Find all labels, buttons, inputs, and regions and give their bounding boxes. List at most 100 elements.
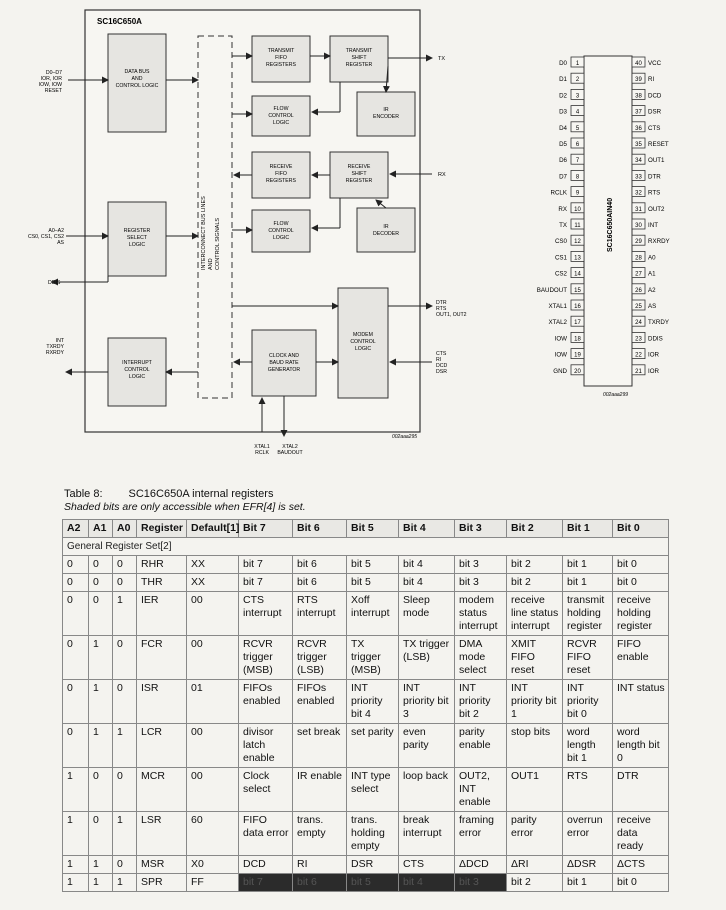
pin-label-right: INT — [648, 222, 658, 229]
pinout-figure-id: 002aaa299 — [603, 392, 628, 398]
pin-number: 15 — [574, 288, 581, 294]
pin-label-right: RESET — [648, 141, 669, 148]
pin-number: 3 — [576, 93, 580, 99]
pin-box — [631, 137, 646, 149]
table-cell: bit 5 — [346, 555, 399, 574]
column-header: A0 — [112, 519, 137, 538]
pin-label-right: OUT2 — [648, 206, 665, 213]
pin-label-left: BAUDOUT — [537, 287, 567, 294]
table-cell: INT priority bit 3 — [398, 679, 455, 724]
table-cell: ΔRI — [506, 855, 563, 874]
pin-number: 16 — [574, 304, 581, 310]
pin-box — [570, 72, 585, 84]
pin-label-left: XTAL1 — [549, 303, 568, 310]
table-cell: RHR — [136, 555, 187, 574]
table-cell: divisor latch enable — [238, 723, 293, 768]
pin-box — [570, 250, 585, 262]
table-cell: transmit holding register — [562, 591, 613, 636]
table-cell: bit 0 — [612, 555, 669, 574]
table-cell: bit 4 — [398, 555, 455, 574]
pin-number: 25 — [635, 304, 642, 310]
pin-number: 11 — [574, 223, 581, 229]
pin-label-right: A2 — [648, 287, 656, 294]
pin-label-left: CS2 — [555, 271, 568, 278]
table-cell: INT priority bit 0 — [562, 679, 613, 724]
table-cell: 0 — [112, 555, 137, 574]
table-cell: break interrupt — [398, 811, 455, 856]
table-cell: ΔDCD — [454, 855, 507, 874]
table-cell: 0 — [62, 573, 89, 592]
table-cell: 1 — [88, 723, 113, 768]
pin-number: 32 — [635, 191, 642, 197]
table-cell: FIFO data error — [238, 811, 293, 856]
column-header: Register — [136, 519, 187, 538]
pin-number: 22 — [635, 353, 642, 359]
table-cell: 00 — [186, 767, 239, 812]
table-cell: bit 5 — [346, 873, 399, 892]
pin-label-right: DCD — [648, 92, 662, 99]
pin-box — [570, 169, 585, 181]
table-cell: 0 — [88, 555, 113, 574]
pin-box — [631, 56, 646, 68]
table-title: SC16C650A internal registers — [128, 488, 274, 500]
pin-box — [570, 121, 585, 133]
interconnect-label: INTERCONNECT BUS LINES AND CONTROL SIGNA… — [201, 195, 221, 270]
table-cell: LCR — [136, 723, 187, 768]
table-cell: bit 4 — [398, 873, 455, 892]
table-cell: word length bit 0 — [612, 723, 669, 768]
table-cell: OUT2, INT enable — [454, 767, 507, 812]
pin-box — [570, 202, 585, 214]
pin-number: 26 — [635, 288, 642, 294]
pin-label-left: IOW — [555, 352, 568, 359]
pin-box — [570, 105, 585, 116]
pin-number: 27 — [635, 272, 642, 278]
column-header: Bit 7 — [238, 519, 293, 538]
table-label: Table 8: — [64, 488, 103, 500]
chip-name: SC16C650A — [97, 17, 142, 26]
pin-label-left: IOW — [555, 335, 568, 342]
table-cell: INT status — [612, 679, 669, 724]
pin-box — [631, 186, 646, 198]
pin-label-left: D0 — [559, 60, 567, 67]
rx-signal: RX — [438, 172, 446, 178]
table-cell: RI — [292, 855, 347, 874]
interconnect-bus-box — [197, 35, 233, 399]
pin-label-left: D1 — [559, 76, 567, 83]
table-cell: 0 — [62, 635, 89, 680]
table-cell: 0 — [62, 591, 89, 636]
pinout-diagram: SC16C650AIN40 002aaa299 1D02D13D24D35D46… — [537, 55, 670, 398]
table-cell: 0 — [88, 591, 113, 636]
pin-label-left: D2 — [559, 92, 567, 99]
pin-box — [570, 283, 585, 295]
pin-label-left: D6 — [559, 157, 567, 164]
pin-box — [631, 283, 646, 295]
table-cell: TX trigger (LSB) — [398, 635, 455, 680]
pin-label-left: XTAL2 — [549, 319, 568, 326]
column-header: Bit 4 — [398, 519, 455, 538]
table-cell: 0 — [112, 635, 137, 680]
table-cell: receive data ready — [612, 811, 669, 856]
column-header: Bit 0 — [612, 519, 669, 538]
pin-number: 18 — [574, 336, 581, 342]
table-cell: bit 1 — [562, 573, 613, 592]
pin-number: 40 — [635, 61, 642, 67]
table-cell: INT priority bit 4 — [346, 679, 399, 724]
table-cell: ISR — [136, 679, 187, 724]
pin-box — [631, 89, 646, 100]
pin-number: 2 — [576, 77, 580, 83]
column-header: A1 — [88, 519, 113, 538]
